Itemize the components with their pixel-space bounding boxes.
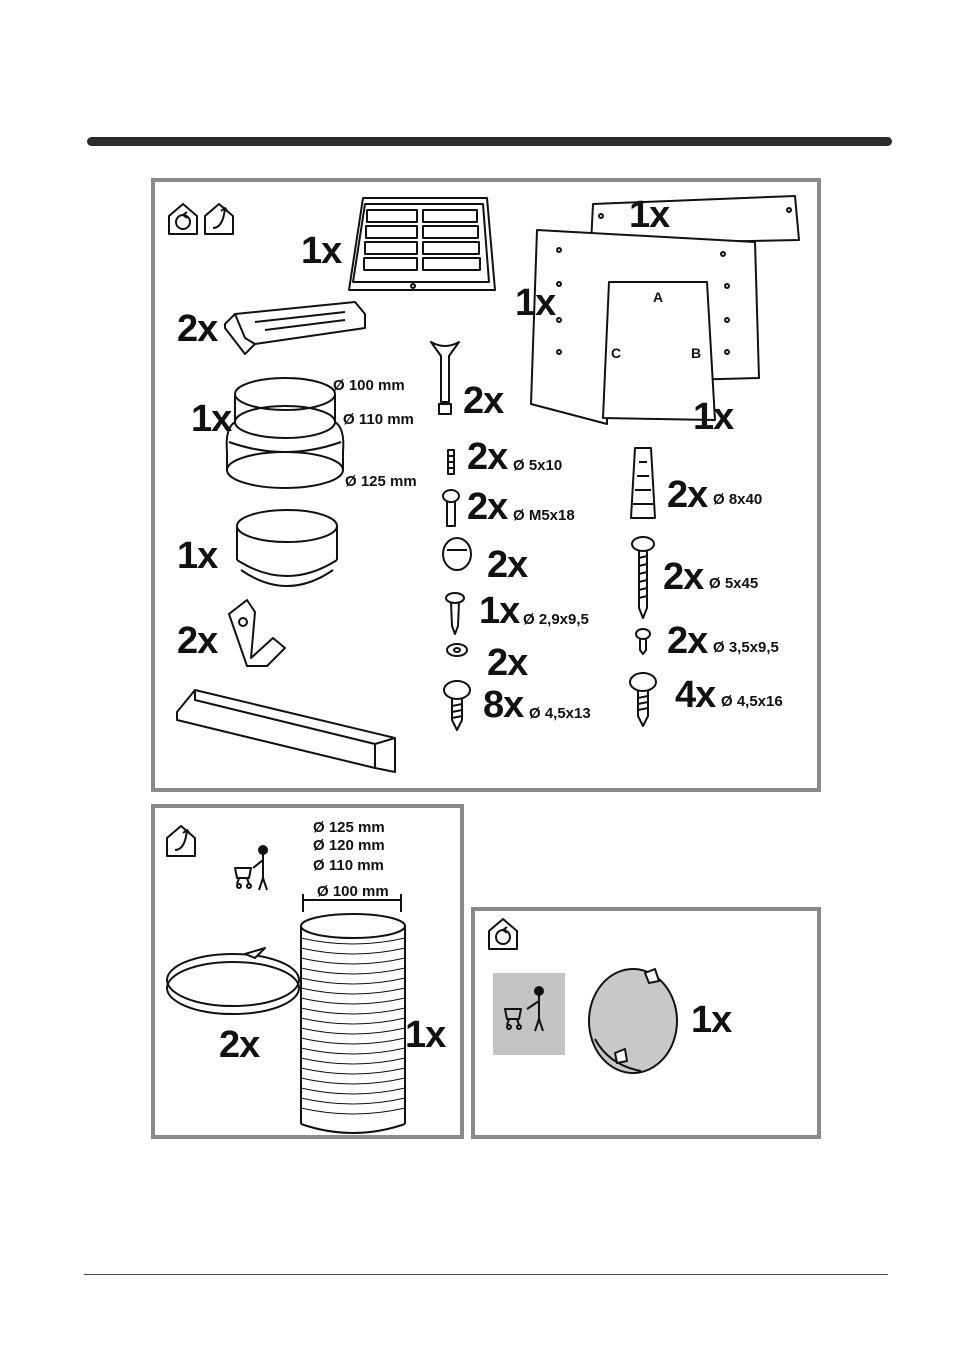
dim-5x10: Ø 5x10 — [513, 457, 563, 474]
reducer-dim-110: Ø 110 mm — [343, 411, 414, 428]
qty-tiny-screw: 2x — [667, 620, 708, 662]
qty-bracket: 2x — [177, 308, 218, 350]
qty-template-left: 1x — [515, 282, 556, 324]
qty-long-screw: 2x — [663, 556, 704, 598]
qty-knob: 2x — [487, 544, 528, 586]
collar — [236, 509, 338, 587]
washer — [446, 643, 468, 657]
extraction-mode-icon — [204, 203, 234, 235]
duct-dim-100: Ø 100 mm — [317, 883, 389, 900]
duct-dim-120: Ø 120 mm — [313, 837, 385, 854]
top-rule — [87, 137, 892, 146]
charcoal-filter — [588, 968, 678, 1074]
qty-reducer: 1x — [191, 398, 232, 440]
dim-4-5x13: Ø 4,5x13 — [529, 705, 591, 722]
qty-clip: 2x — [177, 620, 218, 662]
qty-grille: 1x — [301, 230, 342, 272]
knob — [442, 537, 472, 571]
qty-grub-screw: 2x — [467, 436, 508, 478]
template-letter-b: B — [691, 345, 702, 361]
shopping-cart-icon — [234, 845, 268, 891]
dim-8x40: Ø 8x40 — [713, 491, 763, 508]
dim-2-9x9-5: Ø 2,9x9,5 — [523, 611, 589, 628]
accessories-panel: 1x 2x 1x Ø 100 mm Ø 110 mm Ø 125 mm 1x 2… — [151, 178, 821, 792]
filter-illustrations — [488, 918, 678, 1074]
self-tapping-screw-small — [445, 592, 465, 635]
hose-clamp — [166, 947, 300, 1015]
qty-small-screw: 1x — [479, 590, 520, 632]
template-top — [590, 195, 800, 245]
qty-wall-plug: 2x — [667, 474, 708, 516]
recirculation-mode-icon — [488, 918, 518, 950]
qty-template-top: 1x — [629, 194, 670, 236]
screw-4-5x16 — [629, 672, 657, 727]
optional-duct-panel: Ø 125 mm Ø 120 mm Ø 110 mm Ø 100 mm 2x 1… — [151, 804, 464, 1139]
duct-reducer — [225, 377, 345, 489]
qty-machine-screw: 2x — [467, 486, 508, 528]
qty-screw-4-5x16: 4x — [675, 674, 716, 716]
dim-5x45: Ø 5x45 — [709, 575, 759, 592]
qty-screw-4-5x13: 8x — [483, 684, 524, 726]
dim-3-5x9-5: Ø 3,5x9,5 — [713, 639, 779, 656]
qty-spacer-pin: 2x — [463, 380, 504, 422]
template-bottom — [602, 281, 716, 421]
screw-4-5x13 — [443, 680, 471, 731]
angle-profile — [176, 689, 396, 773]
extraction-mode-icon — [166, 825, 196, 857]
duct-dim-125: Ø 125 mm — [313, 819, 385, 836]
optional-filter-panel: 1x — [471, 907, 821, 1139]
bottom-rule — [84, 1274, 888, 1275]
dim-4-5x16: Ø 4,5x16 — [721, 693, 783, 710]
template-letter-a: A — [653, 289, 664, 305]
reducer-dim-125: Ø 125 mm — [345, 473, 417, 490]
screw-5x45 — [631, 536, 655, 619]
duct-dim-110: Ø 110 mm — [313, 857, 384, 874]
spacer-pin — [430, 341, 460, 415]
machine-screw — [442, 489, 460, 527]
template-letter-c: C — [611, 345, 622, 361]
qty-washer: 2x — [487, 642, 528, 684]
recirculation-mode-icon — [168, 203, 198, 235]
grub-screw — [447, 449, 455, 475]
accessories-illustrations — [168, 195, 800, 773]
qty-template-bottom: 1x — [693, 396, 734, 438]
dim-m5x18: Ø M5x18 — [513, 507, 575, 524]
duct-illustrations — [166, 825, 406, 1134]
qty-charcoal-filter: 1x — [691, 999, 732, 1041]
qty-flexible-duct: 1x — [405, 1014, 446, 1056]
shopping-cart-icon — [504, 986, 544, 1032]
qty-hose-clamp: 2x — [219, 1024, 260, 1066]
flexible-duct — [300, 913, 406, 1134]
bracket — [224, 301, 366, 355]
wall-plug — [630, 447, 656, 519]
screw-3-5x9-5 — [635, 628, 651, 655]
mounting-clip — [228, 599, 286, 667]
grease-filter-grille — [348, 197, 496, 291]
qty-collar: 1x — [177, 535, 218, 577]
reducer-dim-100: Ø 100 mm — [333, 377, 405, 394]
